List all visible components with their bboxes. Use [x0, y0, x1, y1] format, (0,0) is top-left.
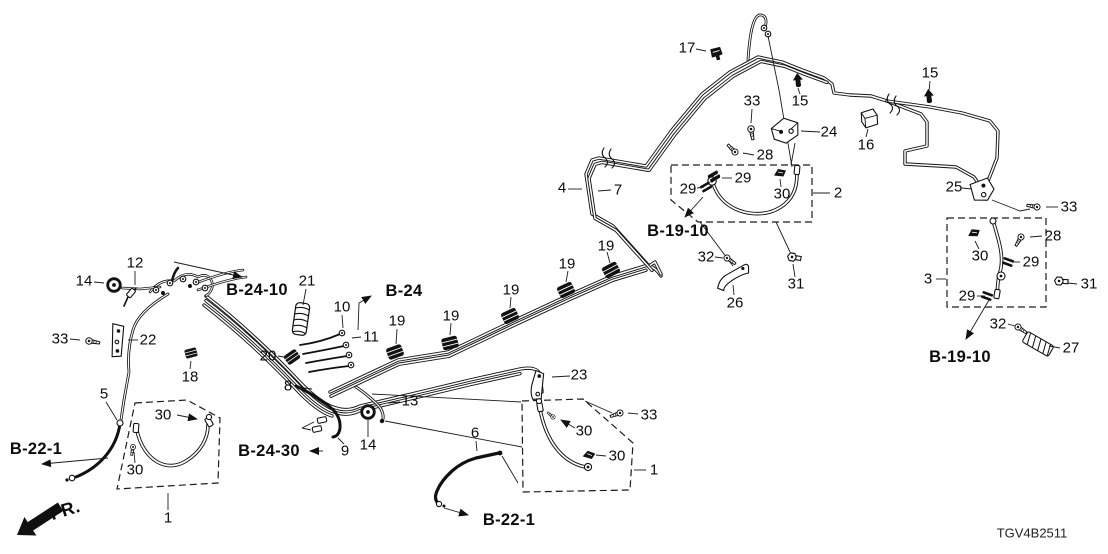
part-callout-21-33[interactable]: 21: [298, 272, 316, 290]
part-callout-33-44[interactable]: 33: [51, 330, 69, 348]
pipe-9: [294, 384, 342, 439]
part-callout-14-31[interactable]: 14: [75, 272, 93, 290]
pipe-13: [354, 385, 385, 424]
part-callout-30-50[interactable]: 30: [154, 406, 172, 424]
part-callout-1-58[interactable]: 1: [649, 461, 659, 479]
rear-pipe-run-4-7: [584, 55, 1000, 276]
hose-2-assembly: [670, 164, 813, 267]
part-callout-25-19[interactable]: 25: [945, 178, 963, 196]
part-callout-3-24[interactable]: 3: [923, 270, 933, 288]
part-callout-31-18[interactable]: 31: [787, 275, 805, 293]
part-callout-29-8[interactable]: 29: [679, 180, 697, 198]
part-callout-1-53[interactable]: 1: [163, 509, 173, 527]
part-callout-14-46[interactable]: 14: [359, 436, 377, 454]
part-callout-28-6[interactable]: 28: [756, 146, 774, 164]
hose-5: [65, 419, 124, 482]
part-callout-10-35[interactable]: 10: [333, 298, 351, 316]
part-callout-33-3[interactable]: 33: [743, 92, 761, 110]
part-callout-11-39[interactable]: 11: [363, 328, 379, 346]
part-callout-24-4[interactable]: 24: [820, 123, 838, 141]
part-callout-19-38[interactable]: 19: [502, 281, 520, 299]
ref-callout-b-24-10-32[interactable]: B-24-10: [226, 280, 288, 299]
part-callout-29-23[interactable]: 29: [1022, 253, 1040, 271]
ref-callout-b-22-1-51[interactable]: B-22-1: [9, 439, 63, 458]
stub-pipes: [299, 329, 355, 373]
ref-callout-b-22-1-60[interactable]: B-22-1: [482, 510, 536, 529]
part-callout-9-47[interactable]: 9: [340, 442, 350, 460]
part-callout-30-57[interactable]: 30: [608, 447, 626, 465]
part-callout-12-30[interactable]: 12: [126, 254, 144, 272]
part-callout-30-9[interactable]: 30: [773, 185, 791, 203]
part-callout-18-41[interactable]: 18: [181, 368, 199, 386]
part-callout-30-22[interactable]: 30: [971, 247, 989, 265]
part-callout-6-59[interactable]: 6: [470, 424, 480, 442]
part-callout-23-54[interactable]: 23: [570, 366, 588, 384]
leader-lines: [69, 48, 1078, 510]
part-callout-15-1[interactable]: 15: [791, 92, 809, 110]
diagram-code: TGV4B2511: [996, 525, 1068, 541]
part-callout-27-28[interactable]: 27: [1062, 339, 1080, 357]
part-callout-20-40[interactable]: 20: [259, 347, 277, 365]
corrugated-21-icon: [291, 302, 311, 336]
part-callout-31-25[interactable]: 31: [1080, 275, 1098, 293]
part-callout-19-37[interactable]: 19: [442, 307, 460, 325]
pipe-6: [433, 450, 519, 508]
part-callout-30-56[interactable]: 30: [575, 422, 593, 440]
ref-callout-b-19-10-11[interactable]: B-19-10: [647, 221, 709, 240]
part-callout-17-0[interactable]: 17: [678, 39, 696, 57]
ref-callout-b-24-34[interactable]: B-24: [385, 281, 423, 300]
hose-1-right-assembly: [371, 393, 634, 493]
part-callout-7-15[interactable]: 7: [613, 181, 623, 199]
reference-arrows: [41, 196, 990, 517]
bracket-25-group: [969, 177, 1042, 212]
part-callout-29-26[interactable]: 29: [958, 287, 976, 305]
part-callout-32-27[interactable]: 32: [989, 315, 1007, 333]
part-callout-19-12[interactable]: 19: [597, 237, 615, 255]
hose-3-assembly: [946, 217, 1069, 357]
part-callout-19-13[interactable]: 19: [558, 255, 576, 273]
part-callout-33-55[interactable]: 33: [640, 406, 658, 424]
part-callout-15-2[interactable]: 15: [921, 64, 939, 82]
left-small-parts: [84, 277, 311, 366]
ref-callout-b-19-10-29[interactable]: B-19-10: [929, 347, 991, 366]
part-callout-13-45[interactable]: 13: [401, 392, 419, 410]
part-callout-33-20[interactable]: 33: [1060, 198, 1078, 216]
part-callout-4-14[interactable]: 4: [557, 179, 567, 197]
bracket-24-group: [746, 117, 799, 166]
part-callout-30-52[interactable]: 30: [126, 461, 144, 479]
hose-1-left-assembly: [116, 399, 221, 490]
part-callout-22-43[interactable]: 22: [139, 331, 157, 349]
part-callout-19-36[interactable]: 19: [388, 312, 406, 330]
part-callout-32-16[interactable]: 32: [697, 248, 715, 266]
part-callout-16-5[interactable]: 16: [857, 136, 875, 154]
part-callout-5-49[interactable]: 5: [99, 385, 109, 403]
ref-callout-b-24-30-48[interactable]: B-24-30: [238, 441, 300, 460]
part-callout-26-17[interactable]: 26: [726, 294, 744, 312]
bracket-23: [530, 369, 545, 401]
cover-27-icon: [1022, 331, 1054, 357]
fr-direction-arrow: [17, 502, 64, 536]
part-callout-8-42[interactable]: 8: [283, 377, 293, 395]
part-callout-2-10[interactable]: 2: [833, 184, 843, 202]
part-callout-28-21[interactable]: 28: [1044, 227, 1062, 245]
part-callout-29-7[interactable]: 29: [734, 169, 752, 187]
bracket-26-group: [717, 251, 803, 292]
